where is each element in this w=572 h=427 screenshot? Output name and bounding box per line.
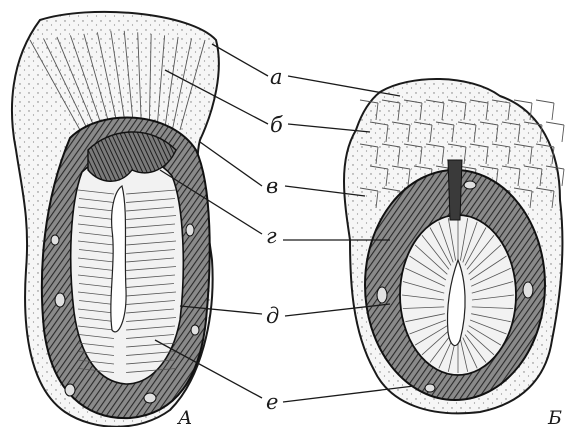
label-g: г <box>266 224 277 248</box>
stalk-b <box>448 160 462 220</box>
inner-core-a <box>71 156 184 384</box>
cell-border <box>546 122 564 125</box>
leader-v-left <box>200 142 262 186</box>
specimen-b <box>344 79 564 413</box>
leader-a-left <box>212 44 268 76</box>
label-d: д <box>266 304 279 328</box>
label-b: б <box>270 113 283 137</box>
cell-border <box>562 125 564 142</box>
leader-a-right <box>288 76 400 96</box>
specimen-a <box>12 12 219 427</box>
panel-label-left: А <box>176 407 192 427</box>
cell-border <box>536 100 554 103</box>
cell-border <box>562 169 564 186</box>
panel-label-right: Б <box>547 407 562 427</box>
label-a: а <box>270 65 283 89</box>
cell-border <box>552 103 554 120</box>
cell-border <box>514 100 532 103</box>
label-v: в <box>266 174 278 198</box>
lumen-a <box>111 186 126 332</box>
label-e: е <box>266 390 278 414</box>
